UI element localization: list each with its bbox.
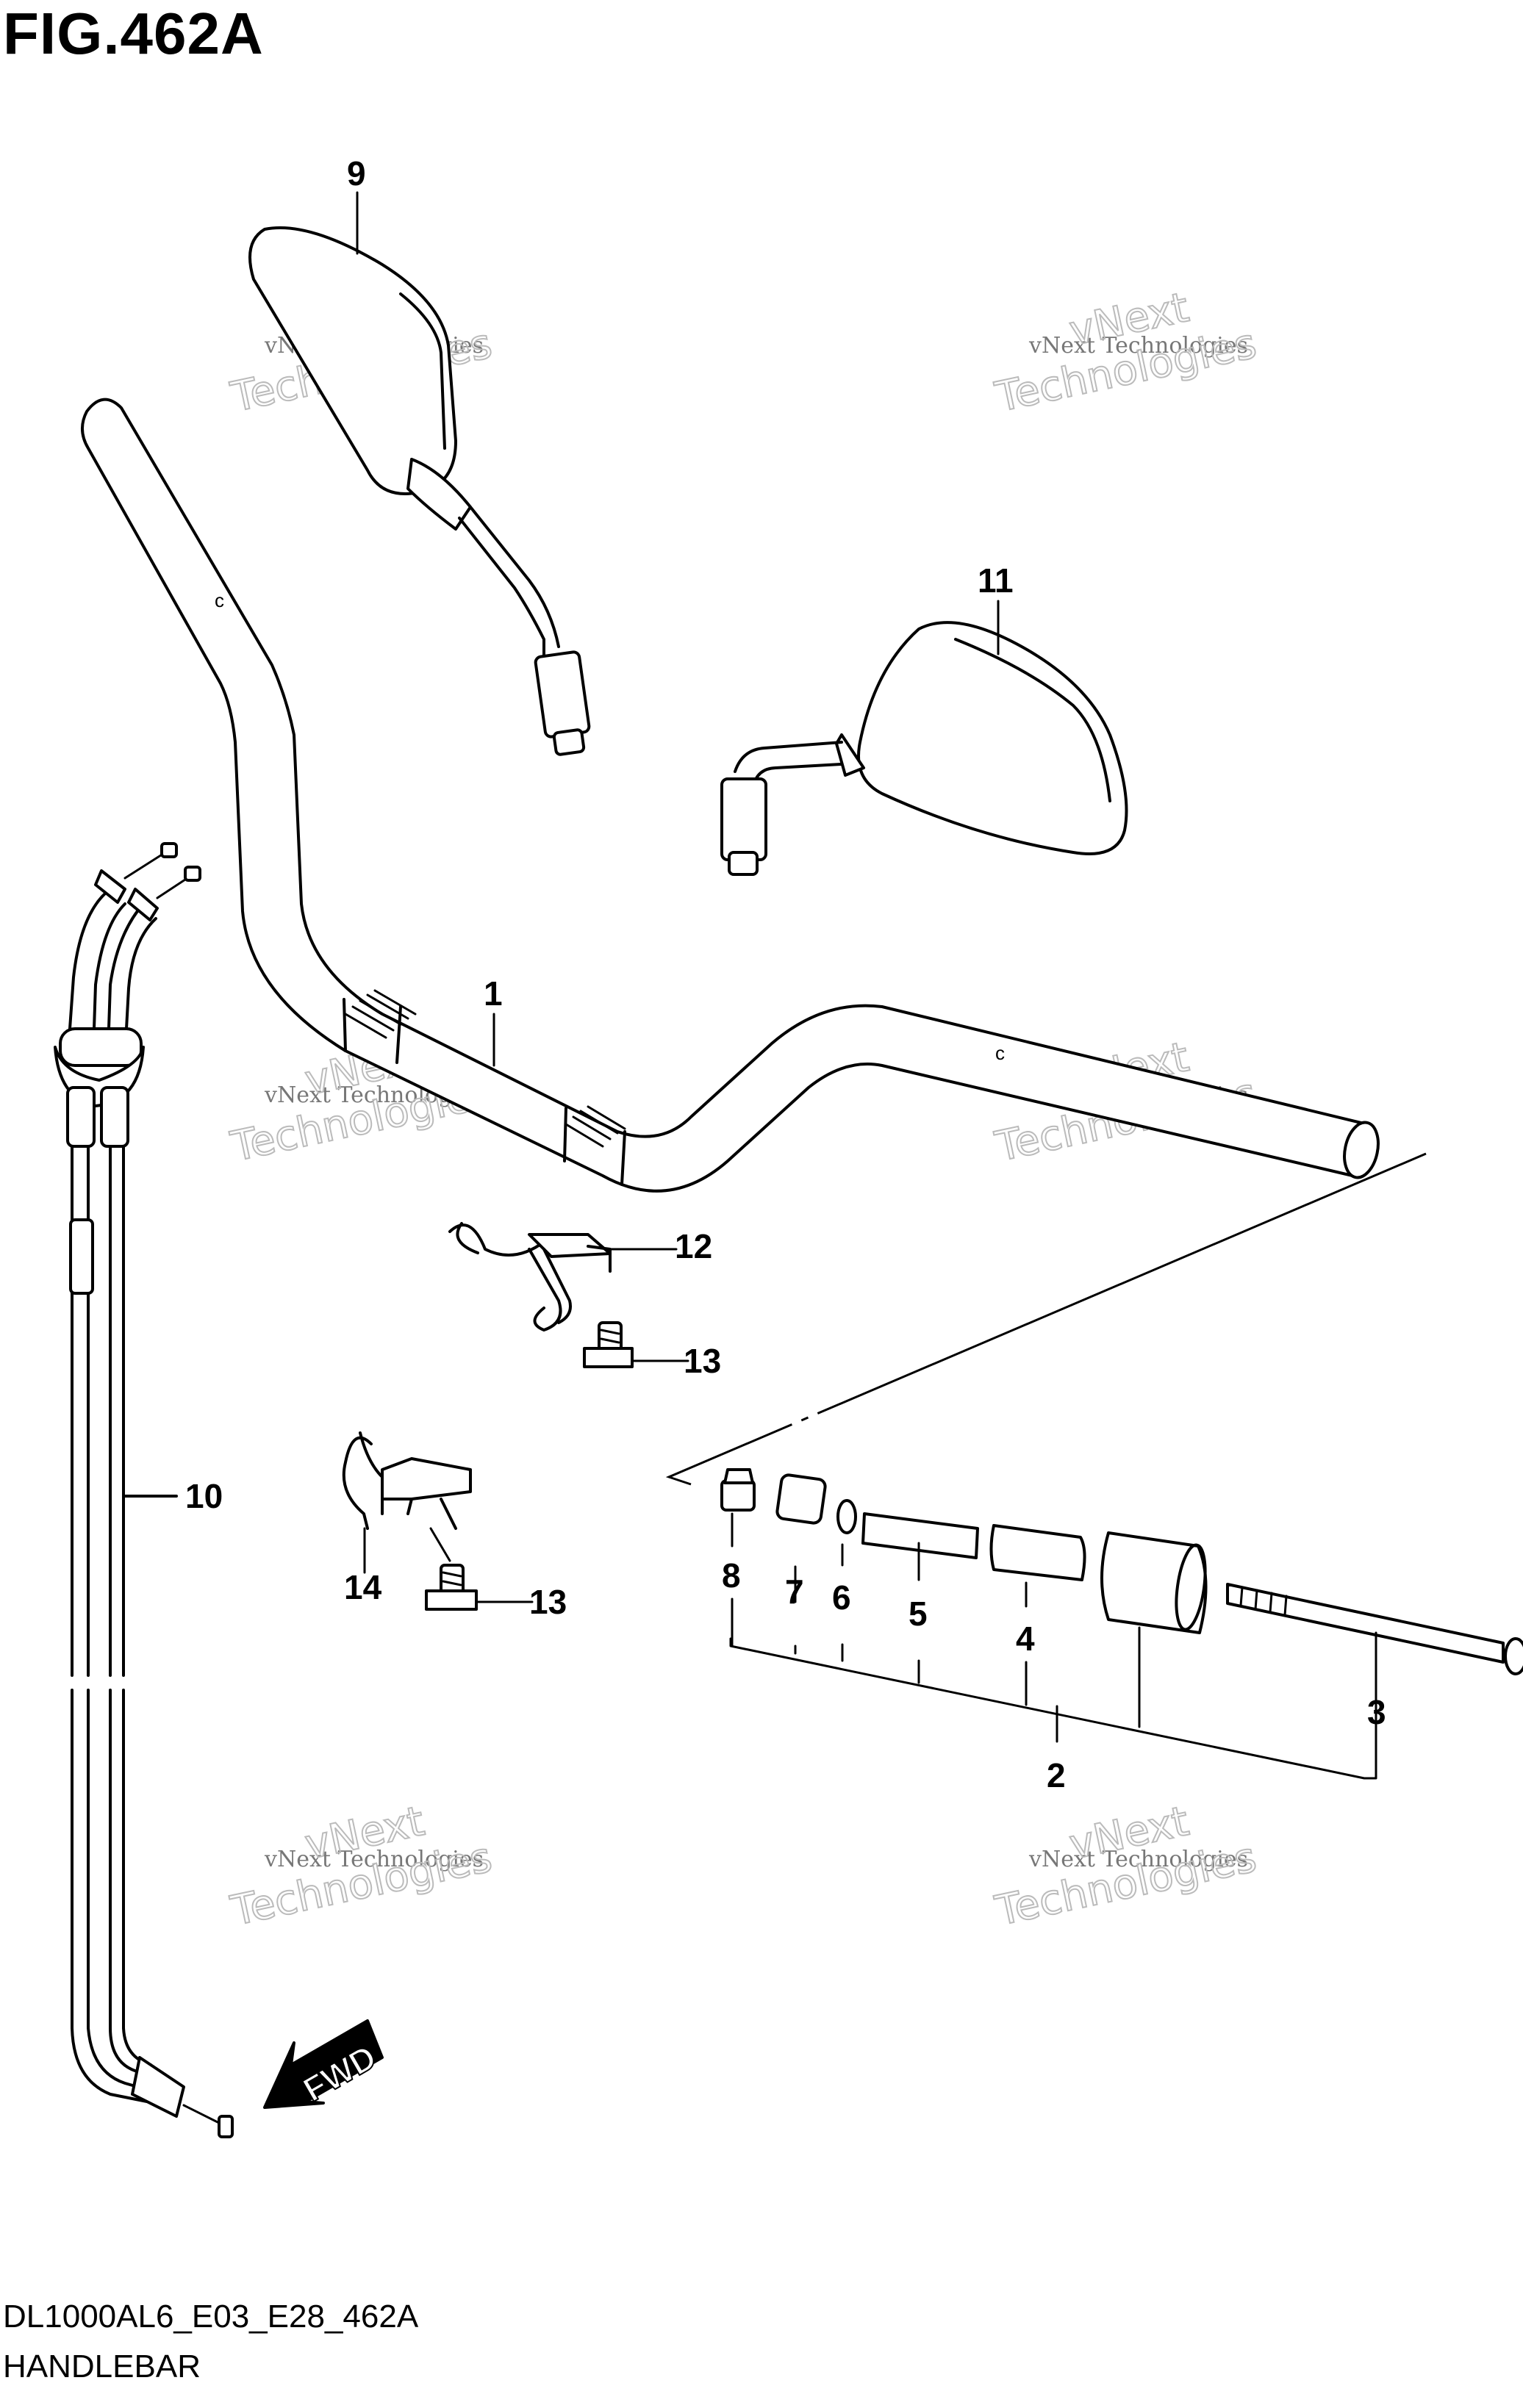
diagram-code: DL1000AL6_E03_E28_462A bbox=[3, 2299, 419, 2335]
watermark-text: vNext Technologies bbox=[1028, 333, 1248, 359]
part-ref-label: 14 bbox=[344, 1568, 382, 1606]
part-ref-label: 6 bbox=[832, 1578, 851, 1617]
part-mirror-right[interactable] bbox=[720, 621, 1128, 876]
part-ref-label: 5 bbox=[909, 1595, 928, 1633]
part-ref-label: 11 bbox=[978, 561, 1014, 600]
diagram-subtitle: HANDLEBAR bbox=[3, 2348, 201, 2384]
part-ref-label: 13 bbox=[684, 1342, 721, 1380]
part-bolt-lower[interactable] bbox=[425, 1564, 478, 1611]
watermark-text: vNext Technologies bbox=[1028, 1847, 1248, 1872]
part-handlebar[interactable]: c c bbox=[81, 398, 1383, 1193]
leader-lines bbox=[356, 191, 1000, 1603]
part-throttle-cable[interactable]: 10 bbox=[54, 842, 234, 2138]
part-end-bolt[interactable] bbox=[720, 1468, 756, 1512]
part-ref-label: 13 bbox=[529, 1583, 567, 1621]
svg-text:c: c bbox=[995, 1042, 1005, 1064]
part-mirror-left[interactable] bbox=[248, 226, 591, 756]
part-ref-label: 7 bbox=[785, 1573, 804, 1611]
part-washer[interactable] bbox=[836, 1499, 857, 1534]
part-bracket[interactable] bbox=[342, 1431, 472, 1530]
part-ref-label: 1 bbox=[484, 974, 503, 1013]
knurl-band bbox=[343, 989, 417, 1064]
part-ref-label: 12 bbox=[675, 1227, 712, 1265]
part-ref-label: 10 bbox=[185, 1477, 223, 1515]
part-ref-label: 9 bbox=[347, 154, 366, 193]
part-ref-label: 8 bbox=[722, 1556, 741, 1595]
part-bar-end-assembly[interactable] bbox=[665, 1152, 1523, 1780]
part-labels: 1 2 3 4 5 6 7 8 9 11 12 13 13 14 bbox=[344, 154, 1386, 1794]
part-rod[interactable] bbox=[861, 1512, 979, 1559]
part-ref-label: 4 bbox=[1016, 1620, 1035, 1658]
part-ref-label: 2 bbox=[1047, 1756, 1066, 1794]
part-ref-label: 3 bbox=[1367, 1693, 1386, 1731]
part-collar[interactable] bbox=[775, 1473, 827, 1525]
svg-text:c: c bbox=[215, 589, 224, 611]
part-long-screw[interactable] bbox=[1226, 1583, 1505, 1664]
knurl-band bbox=[563, 1105, 626, 1186]
fwd-arrow: FWD bbox=[263, 2019, 384, 2110]
part-damper[interactable] bbox=[989, 1524, 1086, 1581]
watermark-text: vNext Technologies bbox=[264, 1847, 484, 1872]
part-bolt-upper[interactable] bbox=[583, 1321, 634, 1368]
figure-title: FIG.462A bbox=[3, 1, 264, 66]
part-clamp[interactable] bbox=[448, 1222, 612, 1331]
